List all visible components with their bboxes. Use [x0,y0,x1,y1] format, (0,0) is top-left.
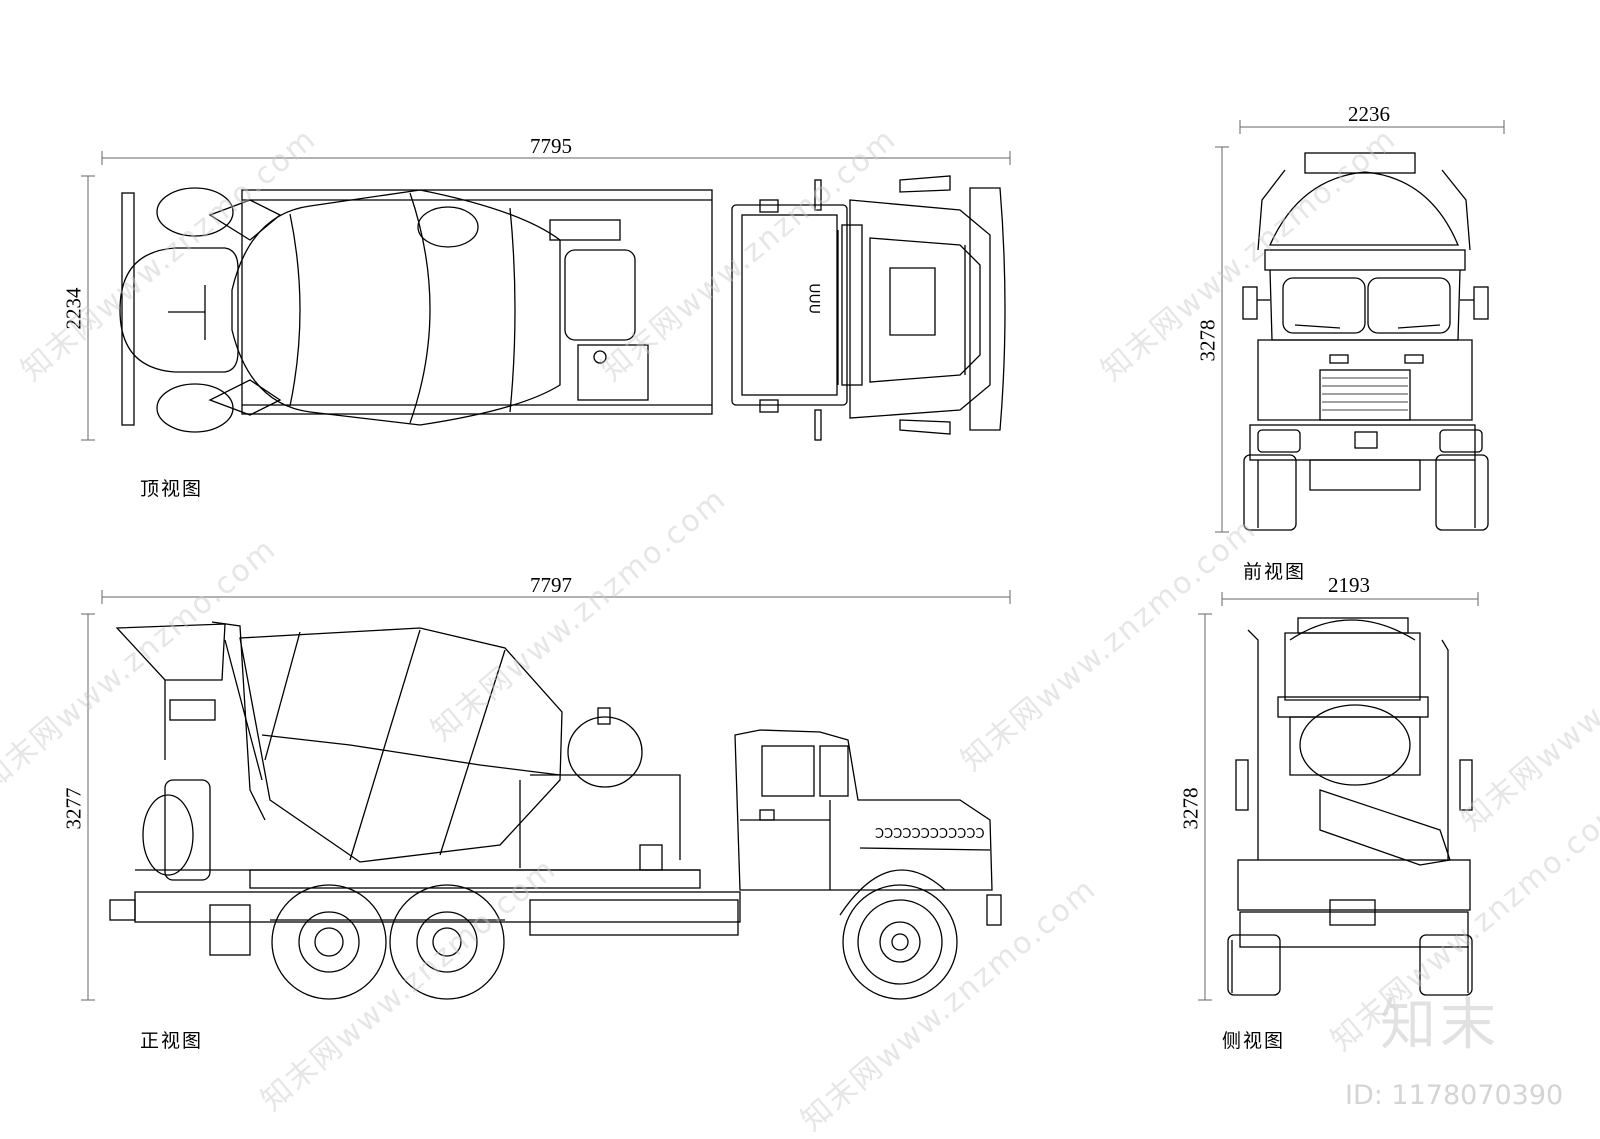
elevation-view-truck: ƆƆƆƆƆƆƆƆƆƆƆƆ [109,621,1002,1000]
top-view-caption: 顶视图 [140,478,204,500]
front-view-height-dim: 3278 [1195,319,1220,362]
svg-text:ƆƆƆƆƆƆƆƆƆƆƆƆ: ƆƆƆƆƆƆƆƆƆƆƆƆ [875,827,985,842]
elevation-height-dim: 3277 [61,787,86,830]
front-view-width-dim: 2236 [1348,102,1390,126]
side-view-caption: 侧视图 [1222,1030,1286,1052]
front-view-truck [1242,152,1489,531]
elevation-view-caption: 正视图 [140,1030,204,1052]
image-id-label: ID: 1178070390 [1345,1080,1564,1111]
watermark-logo: 知末 [1380,993,1500,1058]
side-view-height-dim: 3278 [1178,787,1203,830]
elevation-length-dim: 7797 [530,573,572,597]
top-view-truck: ᑎᑎᑎ [119,175,1006,441]
side-view-truck [1227,617,1473,996]
side-view-width-dim: 2193 [1328,573,1370,597]
top-view-width-dim: 2234 [61,287,86,330]
svg-text:ᑎᑎᑎ: ᑎᑎᑎ [808,283,824,314]
front-view-caption: 前视图 [1243,561,1307,583]
top-view-length-dim: 7795 [530,134,572,158]
dimension-lines [81,120,1505,1001]
